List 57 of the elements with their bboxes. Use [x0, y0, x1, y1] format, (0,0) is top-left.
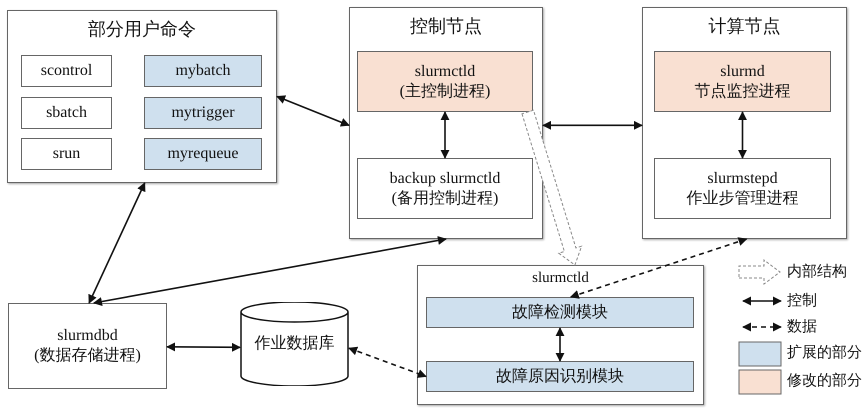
arrow: [276, 95, 350, 126]
group-heading: 部分用户命令: [88, 19, 196, 39]
highlighted-process-box: [144, 97, 262, 129]
arrow: [570, 237, 748, 299]
box-label: 作业步管理进程: [686, 188, 798, 208]
box-label: (主控制进程): [400, 82, 490, 102]
box-label: mytrigger: [171, 103, 235, 123]
arrow: [738, 111, 747, 159]
arrow: [166, 342, 241, 352]
hollow-arrow: [521, 110, 582, 266]
box-label: 故障原因识别模块: [496, 366, 624, 386]
highlighted-process-box: [654, 51, 831, 112]
group-panel: [349, 7, 543, 239]
box-label: slurmdbd: [57, 326, 118, 346]
box-label: backup slurmctld: [390, 168, 500, 188]
highlighted-process-box: [357, 51, 533, 112]
process-box: [357, 158, 533, 219]
box-label: 作业数据库: [254, 334, 334, 354]
group-panel: [7, 10, 277, 183]
box-label: myrequeue: [167, 144, 239, 164]
box-label: mybatch: [175, 61, 231, 81]
box-label: slurmd: [720, 62, 765, 82]
group-heading: slurmctld: [532, 269, 589, 288]
process-box: [654, 158, 831, 219]
box-label: srun: [52, 144, 80, 164]
database-cylinder: [240, 302, 349, 386]
group-panel: [417, 265, 704, 405]
box-label: (备用控制进程): [392, 188, 498, 208]
highlighted-process-box: [426, 361, 694, 392]
arrow: [92, 236, 447, 306]
group-heading: 控制节点: [410, 16, 482, 36]
process-box: [21, 138, 112, 170]
arrow: [542, 120, 643, 130]
group-panel: [642, 7, 847, 239]
legend-label: 扩展的部分: [787, 344, 862, 363]
arrow: [348, 346, 427, 378]
legend-label: 控制: [787, 292, 817, 311]
arrow: [440, 111, 450, 159]
box-label: slurmctld: [414, 62, 476, 82]
legend-label: 内部结构: [787, 262, 847, 282]
arrow: [88, 182, 146, 304]
box-label: sbatch: [46, 103, 87, 123]
process-box: [21, 97, 112, 129]
highlighted-process-box: [144, 55, 262, 87]
process-box: [8, 303, 167, 389]
highlighted-process-box: [144, 138, 262, 170]
highlighted-process-box: [426, 297, 694, 328]
box-label: (数据存储进程): [34, 346, 141, 366]
legend-label: 修改的部分: [787, 372, 862, 391]
process-box: [21, 55, 112, 87]
arrow: [556, 327, 564, 362]
box-label: 故障检测模块: [512, 302, 608, 322]
box-label: 节点监控进程: [694, 82, 790, 102]
box-label: slurmstepd: [707, 168, 778, 188]
legend-label: 数据: [787, 318, 817, 337]
box-label: scontrol: [40, 61, 92, 81]
group-heading: 计算节点: [708, 16, 780, 36]
